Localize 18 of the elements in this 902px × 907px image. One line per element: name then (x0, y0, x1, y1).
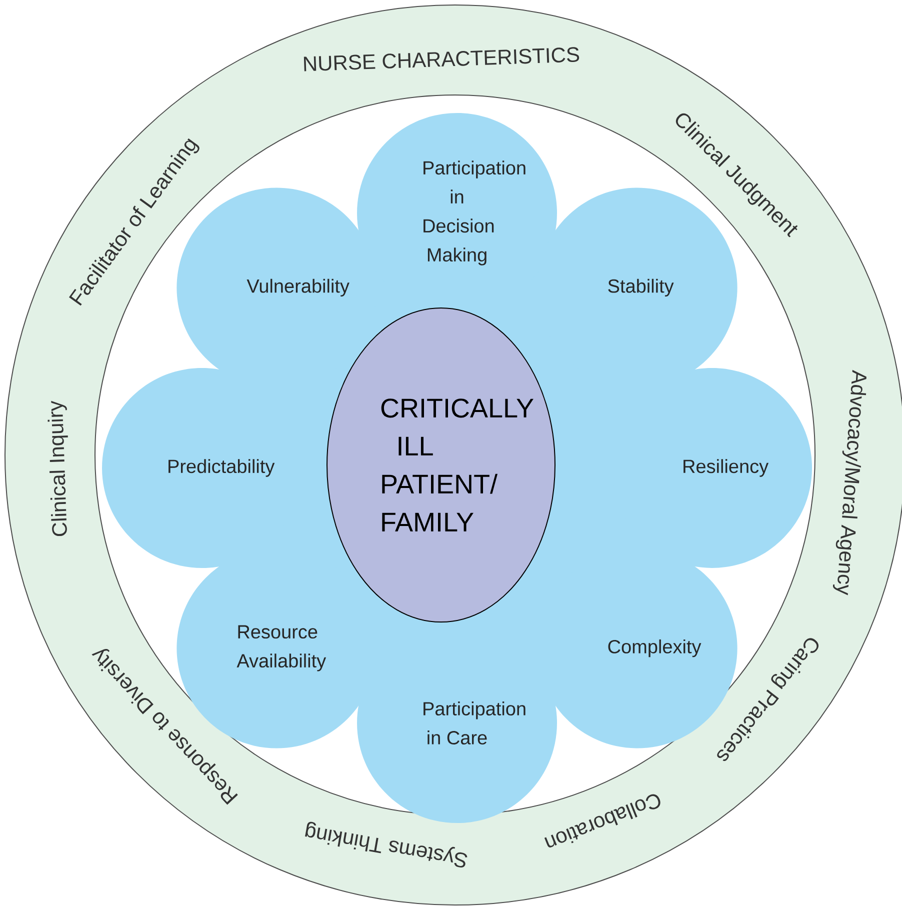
node-label: Systems Thinking (304, 822, 468, 868)
petal: Stability (537, 188, 738, 388)
node-label: Complexity (608, 639, 702, 658)
petal: Participation in Care (357, 623, 557, 823)
node-label: Participation in Care (424, 702, 526, 744)
node-label: Participation in Decision Making (424, 160, 526, 266)
node-label: Vulnerability (246, 278, 350, 297)
node-label: Advocacy/Moral Agency (832, 370, 866, 596)
petal: Vulnerability (176, 188, 377, 388)
node-label: NURSE CHARACTERISTICS (304, 47, 580, 72)
node-label: Clinical Inquiry (48, 400, 68, 536)
node-label: Predictability (168, 459, 275, 477)
petal: Participation in Decision Making (357, 113, 557, 313)
node-label: Resource Availability (236, 625, 326, 672)
petal: Predictability (102, 368, 302, 568)
node-label: Stability (608, 278, 674, 297)
node-label: Resiliency (684, 459, 769, 477)
petal: Resiliency (612, 368, 812, 568)
